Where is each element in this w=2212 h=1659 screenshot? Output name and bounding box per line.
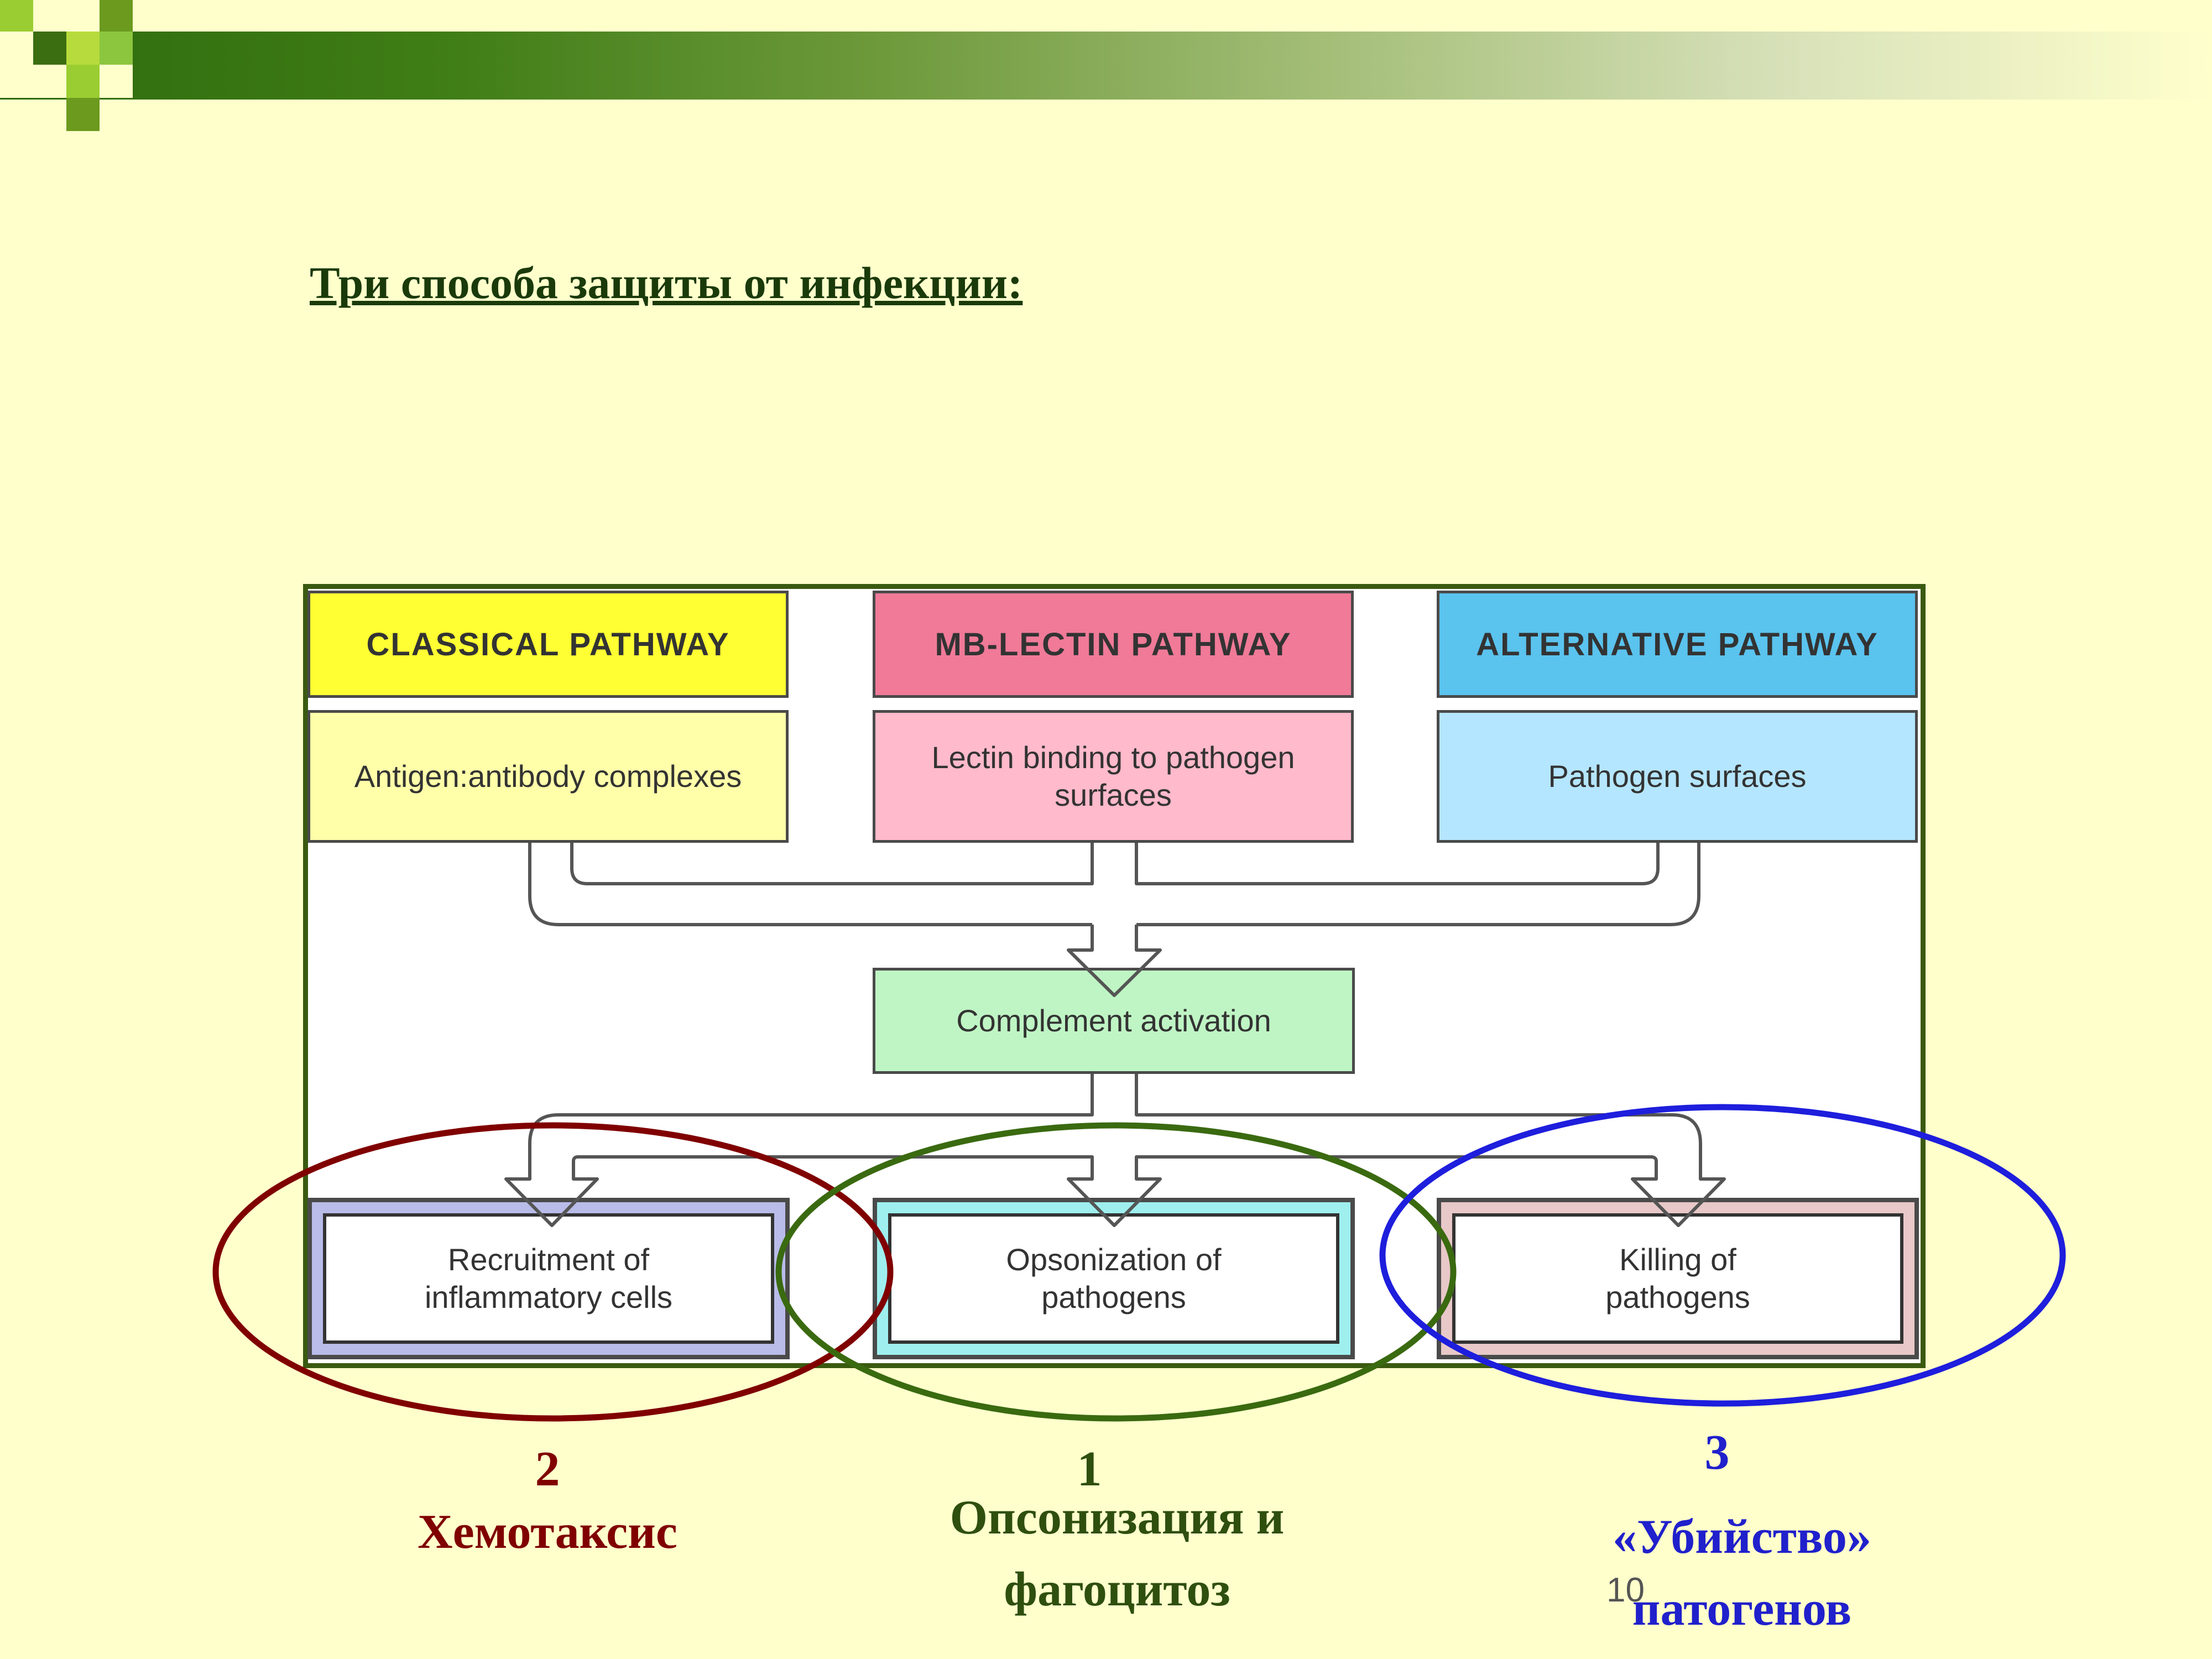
slide-title: Три способа защиты от инфекции: — [310, 258, 1023, 308]
header-square — [66, 0, 100, 33]
alternative-trigger-label: Pathogen surfaces — [1548, 759, 1807, 794]
classical-trigger-label: Antigen:antibody complexes — [354, 759, 742, 794]
header-square — [66, 32, 100, 65]
killing-box: Killing of pathogens — [1437, 1198, 1919, 1359]
mb-lectin-trigger-box: Lectin binding to pathogen surfaces — [873, 710, 1354, 843]
opsonization-label: Opsonization of pathogens — [888, 1213, 1339, 1344]
header-square — [0, 32, 33, 65]
annotation-opsonization-text: Опсонизация и фагоцитоз — [950, 1491, 1285, 1616]
recruitment-label: Recruitment of inflammatory cells — [323, 1213, 774, 1344]
header-square — [0, 0, 33, 33]
annotation-chemotaxis-text: Хемотаксис — [418, 1505, 677, 1559]
complement-activation-box: Complement activation — [873, 968, 1355, 1074]
annotation-chemotaxis-number: 2 — [535, 1442, 560, 1496]
classical-pathway-box: CLASSICAL PATHWAY — [307, 591, 789, 698]
header-square — [100, 32, 133, 65]
header-square — [33, 65, 66, 98]
header-square — [100, 65, 133, 98]
alternative-pathway-box: ALTERNATIVE PATHWAY — [1437, 591, 1918, 698]
header-gradient-bar — [0, 32, 2212, 100]
alternative-pathway-label: ALTERNATIVE PATHWAY — [1476, 626, 1879, 662]
mb-lectin-pathway-label: MB-LECTIN PATHWAY — [935, 626, 1292, 662]
classical-trigger-box: Antigen:antibody complexes — [307, 710, 789, 843]
alternative-trigger-box: Pathogen surfaces — [1437, 710, 1918, 843]
annotation-killing-text: «Убийство» патогенов — [1613, 1510, 1871, 1636]
header-square — [66, 98, 100, 131]
header-square — [33, 0, 66, 33]
recruitment-box: Recruitment of inflammatory cells — [307, 1198, 790, 1359]
header-square — [100, 0, 133, 33]
killing-label: Killing of pathogens — [1452, 1213, 1903, 1344]
annotation-killing-number: 3 — [1704, 1425, 1730, 1480]
complement-activation-label: Complement activation — [956, 1003, 1271, 1038]
header-square — [66, 65, 100, 98]
mb-lectin-trigger-label: Lectin binding to pathogen surfaces — [931, 740, 1295, 812]
page-number: 10 — [1606, 1571, 1645, 1609]
header-square — [33, 32, 66, 65]
header-square — [0, 65, 33, 98]
annotation-opsonization-number: 1 — [1077, 1442, 1102, 1496]
mb-lectin-pathway-box: MB-LECTIN PATHWAY — [873, 591, 1354, 698]
classical-pathway-label: CLASSICAL PATHWAY — [366, 626, 730, 662]
opsonization-box: Opsonization of pathogens — [873, 1198, 1355, 1359]
